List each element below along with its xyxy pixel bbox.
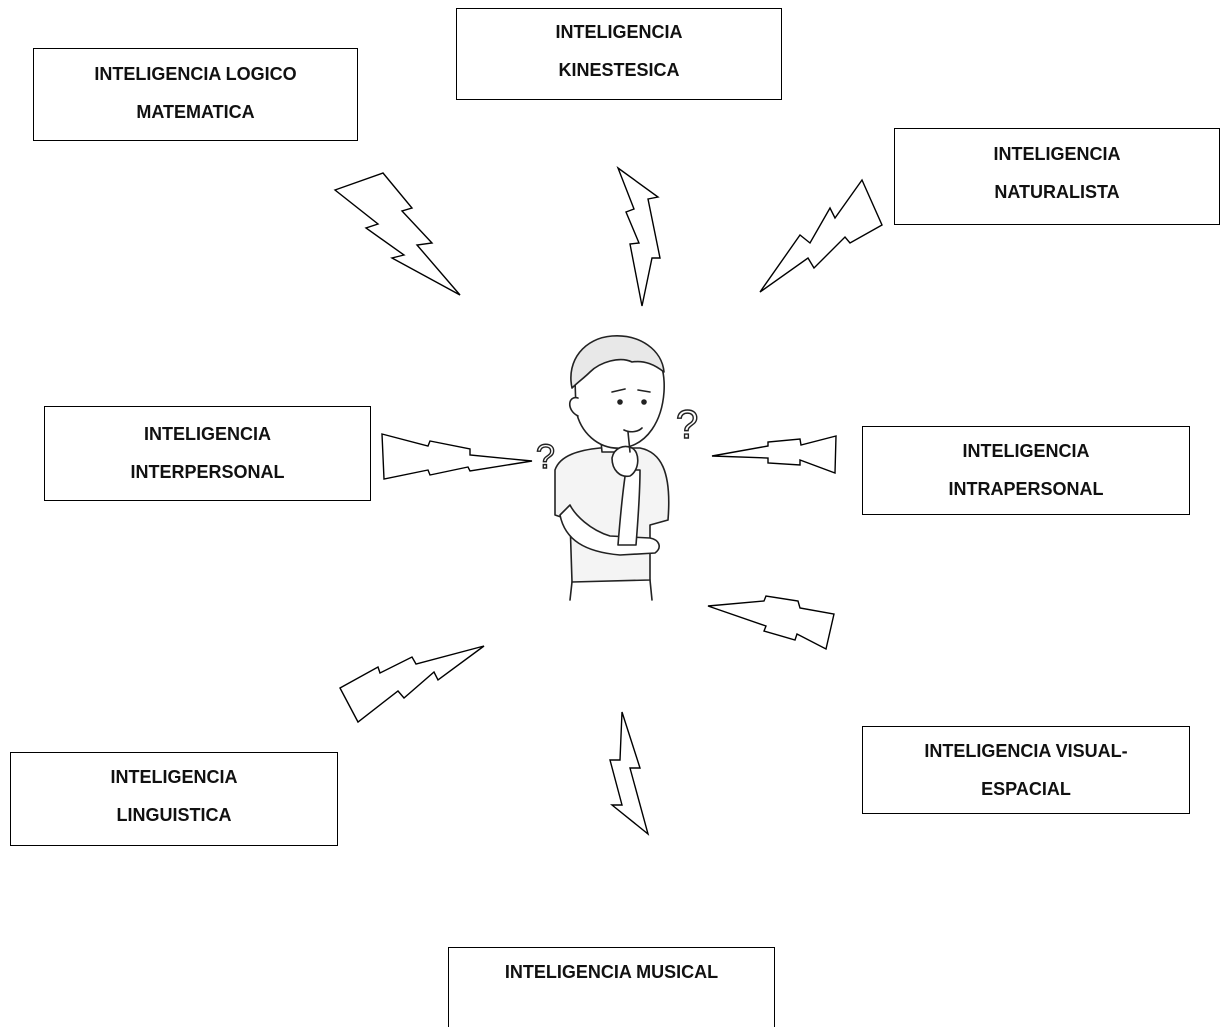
box-naturalista: INTELIGENCIA NATURALISTA	[894, 128, 1220, 225]
bolt-to-intrapersonal	[711, 435, 837, 474]
box-line-2: INTERPERSONAL	[130, 462, 285, 482]
box-musical: INTELIGENCIA MUSICAL	[448, 947, 775, 1027]
bolt-to-naturalista	[759, 178, 883, 293]
box-line-1: INTELIGENCIA VISUAL-	[924, 741, 1128, 761]
box-line-2: LINGUISTICA	[116, 805, 232, 825]
question-mark-right: ?	[676, 403, 698, 447]
bolt-to-interpersonal	[381, 433, 533, 480]
box-line-1: INTELIGENCIA	[962, 441, 1090, 461]
bolt-to-linguistica	[339, 645, 485, 724]
box-line-1: INTELIGENCIA	[143, 424, 271, 444]
bolt-to-kinestesica	[616, 166, 661, 307]
box-line-1: INTELIGENCIA	[110, 767, 238, 787]
box-line-1: INTELIGENCIA	[993, 144, 1121, 164]
box-intrapersonal: INTELIGENCIA INTRAPERSONAL	[862, 426, 1190, 515]
box-logico-matematica: INTELIGENCIA LOGICO MATEMATICA	[33, 48, 358, 141]
box-line-1: INTELIGENCIA	[555, 22, 683, 42]
box-line-2: INTRAPERSONAL	[948, 479, 1104, 499]
box-interpersonal: INTELIGENCIA INTERPERSONAL	[44, 406, 371, 501]
bolt-to-visual	[707, 595, 835, 651]
thinking-boy-icon	[554, 335, 670, 601]
box-line-2: KINESTESICA	[558, 60, 680, 80]
box-line-1: INTELIGENCIA MUSICAL	[504, 962, 719, 982]
question-mark-left: ?	[536, 438, 555, 476]
box-line-2: ESPACIAL	[981, 779, 1071, 799]
box-visual-espacial: INTELIGENCIA VISUAL- ESPACIAL	[862, 726, 1190, 814]
box-line-1: INTELIGENCIA LOGICO	[94, 64, 297, 84]
box-kinestesica: INTELIGENCIA KINESTESICA	[456, 8, 782, 100]
box-line-2: NATURALISTA	[994, 182, 1120, 202]
bolt-to-logico	[333, 172, 461, 296]
bolt-to-musical	[609, 711, 650, 836]
box-linguistica: INTELIGENCIA LINGUISTICA	[10, 752, 338, 846]
box-line-2: MATEMATICA	[136, 102, 255, 122]
